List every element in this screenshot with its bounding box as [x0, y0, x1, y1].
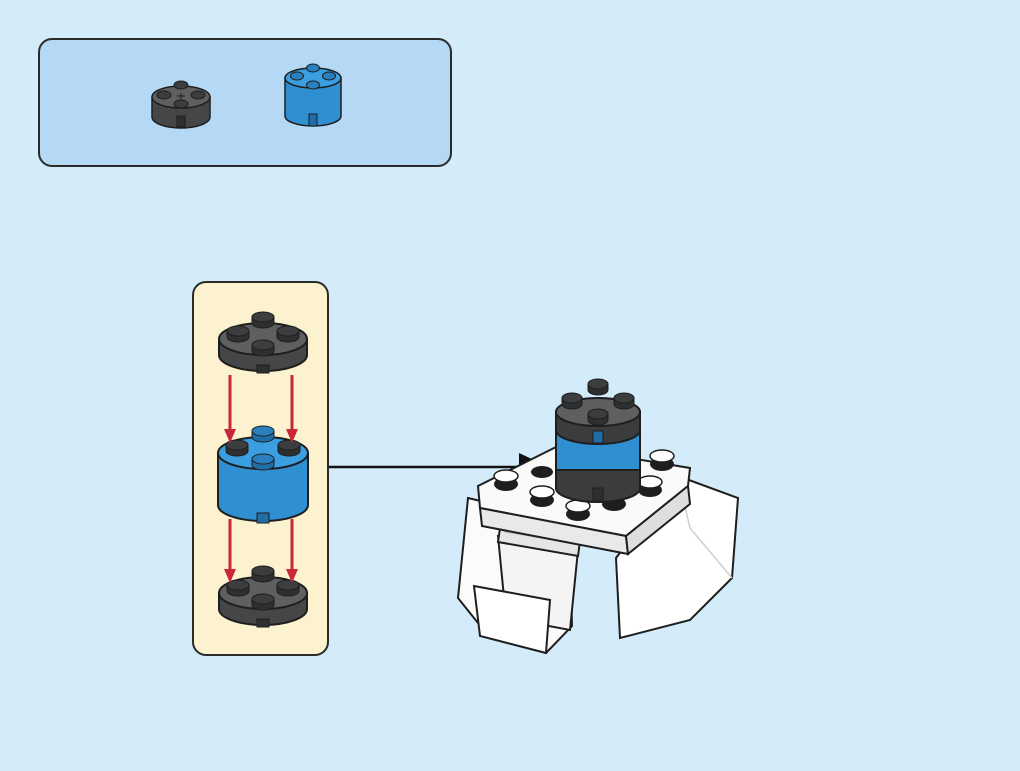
- dark-gray-round-brick-icon: [150, 75, 212, 129]
- white-base-model-icon: [450, 368, 750, 663]
- down-arrows-icon: [194, 283, 331, 658]
- azure-round-brick-icon: [283, 60, 343, 128]
- subassembly-panel: [192, 281, 329, 656]
- parts-list-panel: [38, 38, 452, 167]
